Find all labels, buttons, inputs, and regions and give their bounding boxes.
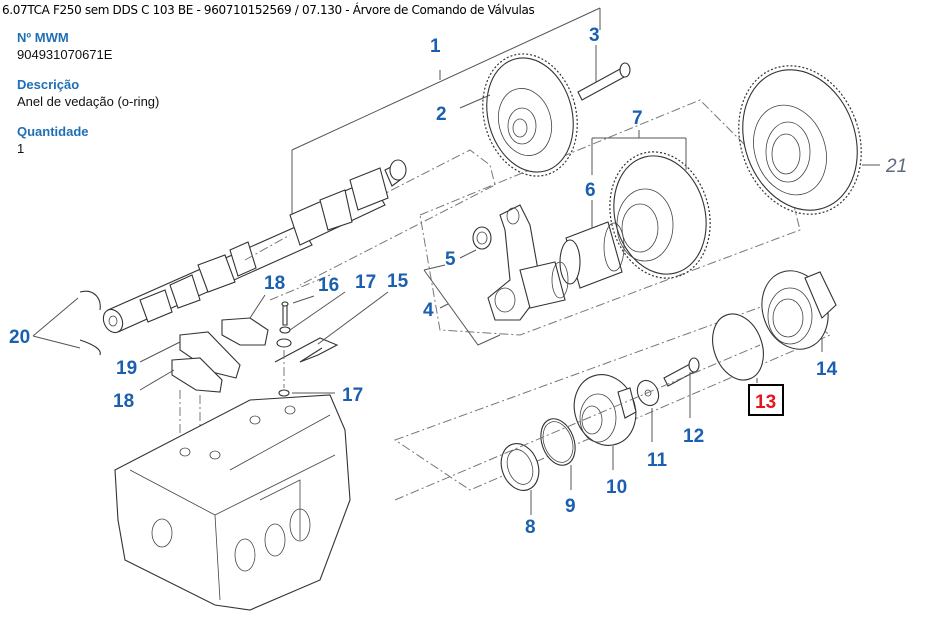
callout-8[interactable]: 8 [525,517,536,538]
callout-5[interactable]: 5 [445,249,456,270]
o-ring-13-part [712,313,764,383]
retainer-clips-20-part [32,290,101,356]
callout-17-lower[interactable]: 17 [342,385,363,406]
thrust-washer-8-part [500,443,540,515]
callout-6[interactable]: 6 [585,180,596,201]
mwm-number-value: 904931070671E [17,47,113,62]
callout-13-selected[interactable]: 13 [755,392,776,413]
callout-14[interactable]: 14 [816,359,838,380]
callout-15[interactable]: 15 [387,271,409,292]
cylinder-head-part [114,394,351,611]
callout-1-leader [291,7,601,215]
gear-21-part [738,65,880,215]
gear-2-part [459,53,578,177]
callout-9[interactable]: 9 [565,496,576,517]
callout-1[interactable]: 1 [430,36,441,57]
callout-3[interactable]: 3 [589,25,600,46]
callout-labels: 1 2 3 4 5 6 7 8 9 10 11 12 13 14 15 16 1… [9,25,907,538]
cover-14-part [761,270,837,352]
description-value: Anel de vedação (o-ring) [17,94,160,109]
mwm-number-label: Nº MWM [17,30,69,45]
camshaft-part [102,159,407,334]
bolt-3-part [577,45,631,101]
assembly-outlines [254,99,832,491]
callout-20[interactable]: 20 [9,327,30,348]
callout-21[interactable]: 21 [885,156,907,177]
hub-10-part [573,374,637,470]
callout-10[interactable]: 10 [606,477,627,498]
washer-11-part [636,379,660,442]
callout-12[interactable]: 12 [683,426,704,447]
selected-callout-box [748,384,784,416]
callout-4[interactable]: 4 [423,300,434,321]
callout-19[interactable]: 19 [116,358,137,379]
description-label: Descrição [17,77,80,92]
callout-18-lower[interactable]: 18 [113,391,134,412]
part-info-panel: Nº MWM 904931070671E Descrição Anel de v… [17,29,217,170]
rocker-shaft-hardware [274,291,389,397]
callout-16[interactable]: 16 [318,275,339,296]
callout-18-upper[interactable]: 18 [264,273,285,294]
o-ring-9-part [540,418,576,490]
bolt-12-part [663,357,700,418]
callout-2[interactable]: 2 [436,104,447,125]
quantity-label: Quantidade [17,124,89,139]
callout-17-upper[interactable]: 17 [355,272,376,293]
rocker-arms-part [139,294,269,445]
page-title: 6.07TCA F250 sem DDS C 103 BE - 96071015… [2,3,535,17]
bushing-6-part [559,200,625,289]
quantity-value: 1 [17,141,25,156]
idler-arm-4-part [423,204,569,346]
callout-11[interactable]: 11 [647,450,668,471]
gear-7-part [591,130,711,279]
assembly-axis [394,344,761,501]
callout-7[interactable]: 7 [632,108,643,129]
